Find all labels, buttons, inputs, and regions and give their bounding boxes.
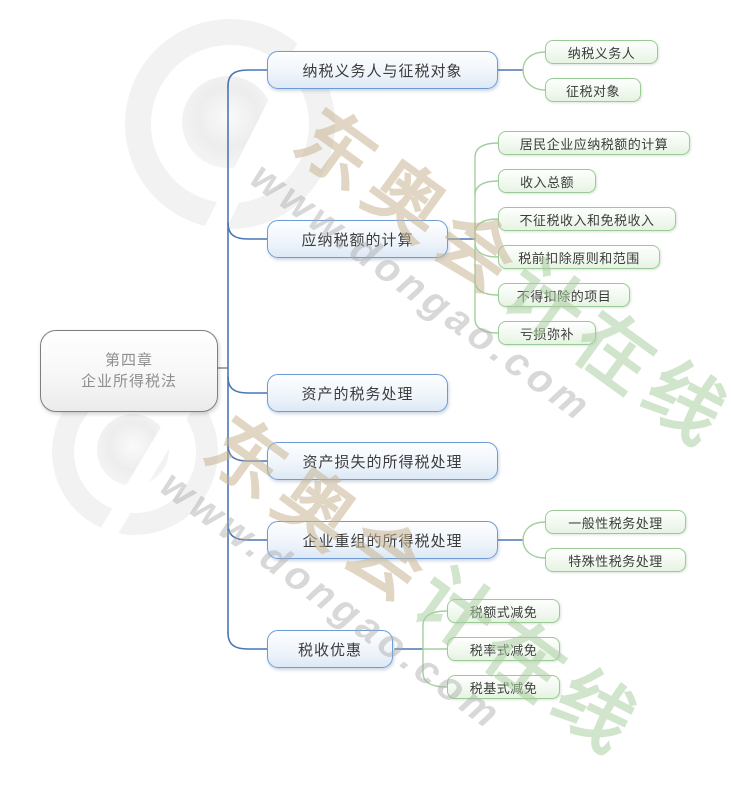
connector-child-6a	[422, 610, 448, 626]
branch-node-asset-tax-treatment[interactable]: 资产的税务处理	[267, 374, 448, 412]
child-node-label: 税率式减免	[469, 642, 538, 658]
branch-node-tax-payable-calculation[interactable]: 应纳税额的计算	[267, 220, 448, 258]
connector-branch-1	[227, 69, 268, 87]
connector-branch-3	[227, 376, 268, 394]
connector-child-2a	[474, 142, 499, 158]
root-node-line2: 企业所得税法	[80, 373, 177, 390]
child-node-label: 税额式减免	[469, 604, 538, 620]
branch-node-asset-loss-treatment[interactable]: 资产损失的所得税处理	[267, 442, 498, 480]
branch-node-taxpayers-and-objects[interactable]: 纳税义务人与征税对象	[267, 51, 498, 89]
child-node-tax-base-relief[interactable]: 税基式减免	[447, 675, 560, 699]
child-node-nondeductible-items[interactable]: 不得扣除的项目	[498, 283, 630, 307]
child-node-label: 征税对象	[565, 83, 620, 99]
child-node-special-tax-treatment[interactable]: 特殊性税务处理	[545, 548, 686, 572]
connector-branch-5	[227, 523, 268, 541]
branch-node-label: 应纳税额的计算	[301, 231, 414, 249]
branch-node-label: 资产损失的所得税处理	[302, 453, 463, 471]
branch-node-restructuring-treatment[interactable]: 企业重组的所得税处理	[267, 521, 498, 559]
child-node-tax-rate-relief[interactable]: 税率式减免	[447, 637, 560, 661]
connector-child-5a	[522, 521, 546, 541]
branch-node-label: 税收优惠	[297, 641, 362, 659]
child-node-label: 一般性税务处理	[568, 515, 663, 531]
child-node-nontaxable-exempt-income[interactable]: 不征税收入和免税收入	[498, 207, 676, 231]
root-node-line1: 第四章	[104, 352, 153, 369]
child-node-loss-carryforward[interactable]: 亏损弥补	[498, 321, 596, 345]
child-node-label: 纳税义务人	[567, 45, 636, 61]
connector-child-2d	[474, 242, 499, 258]
child-node-label: 税基式减免	[469, 680, 538, 696]
child-node-tax-object[interactable]: 征税对象	[545, 78, 641, 102]
connector-child-1b	[522, 69, 546, 91]
connector-branch-6	[227, 632, 268, 650]
child-node-label: 收入总额	[519, 174, 574, 190]
child-node-taxpayer[interactable]: 纳税义务人	[545, 40, 658, 64]
connector-child-1a	[522, 51, 546, 71]
child-node-total-income[interactable]: 收入总额	[498, 169, 596, 193]
child-node-label: 特殊性税务处理	[568, 553, 663, 569]
branch-node-label: 纳税义务人与征税对象	[302, 62, 463, 80]
connector-branch-2	[227, 222, 268, 240]
child-node-label: 居民企业应纳税额的计算	[519, 136, 669, 152]
child-node-general-tax-treatment[interactable]: 一般性税务处理	[545, 510, 686, 534]
connector-child-2c	[474, 218, 499, 234]
child-node-label: 亏损弥补	[519, 326, 574, 342]
branch-node-label: 资产的税务处理	[301, 385, 414, 403]
child-node-label: 不得扣除的项目	[516, 288, 612, 304]
branch-node-tax-incentives[interactable]: 税收优惠	[267, 630, 393, 668]
child-node-resident-enterprise-calc[interactable]: 居民企业应纳税额的计算	[498, 131, 690, 155]
branch-node-label: 企业重组的所得税处理	[302, 532, 463, 550]
connector-child-6c	[422, 672, 448, 688]
root-node-chapter[interactable]: 第四章 企业所得税法	[40, 330, 218, 412]
child-node-pretax-deduction-scope[interactable]: 税前扣除原则和范围	[498, 245, 660, 269]
connector-layer	[218, 51, 546, 688]
connector-child-2f	[474, 318, 499, 334]
connector-child-5b	[522, 539, 546, 559]
child-node-label: 不征税收入和免税收入	[519, 212, 655, 228]
connector-branch-4	[227, 444, 268, 462]
connector-child-2e	[474, 280, 499, 296]
connector-child-2b	[474, 180, 499, 196]
child-node-label: 税前扣除原则和范围	[518, 250, 640, 266]
child-node-tax-amount-relief[interactable]: 税额式减免	[447, 599, 560, 623]
